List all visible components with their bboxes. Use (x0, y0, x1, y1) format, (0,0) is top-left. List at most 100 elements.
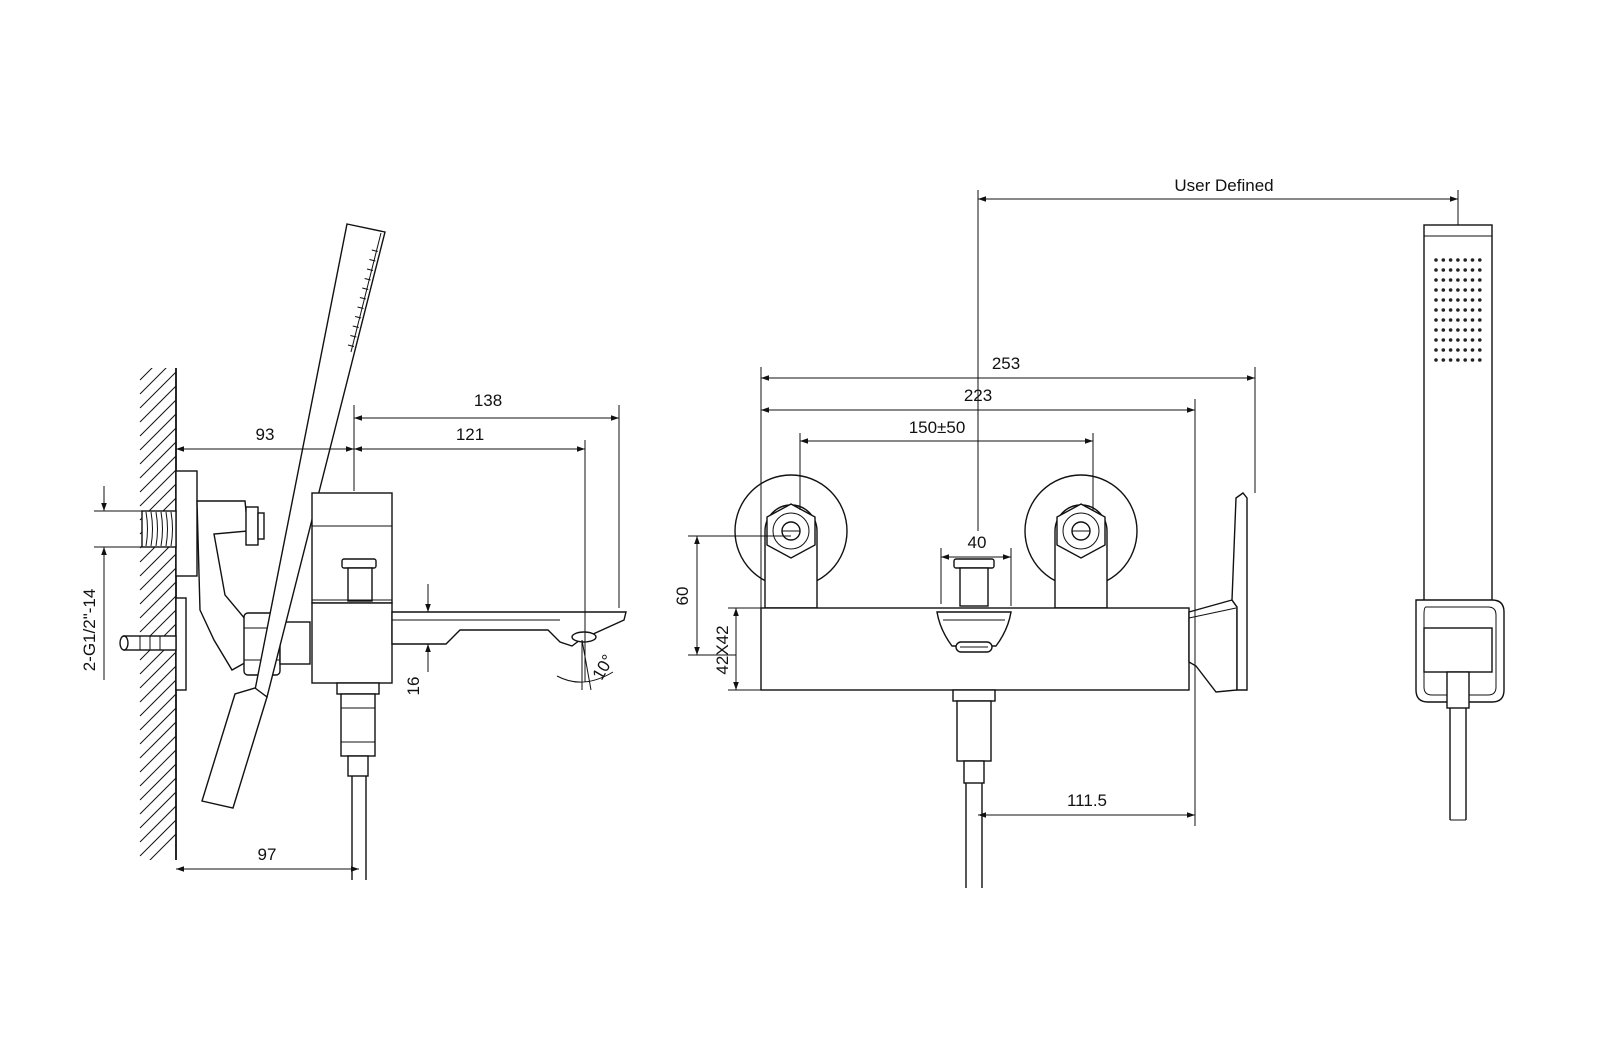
nozzle-dot (1448, 328, 1453, 332)
upper-flange (175, 470, 198, 577)
nozzle-dot (1463, 348, 1467, 352)
nozzle-dot (1448, 348, 1453, 352)
nozzle-dot (1456, 348, 1460, 352)
lower-flange (175, 597, 187, 691)
side-nozzle (347, 344, 355, 347)
nozzle-dot (1441, 348, 1446, 352)
nozzle-dot (1478, 348, 1482, 352)
nozzle-dot (1456, 328, 1460, 332)
shower-holder-bracket (1188, 492, 1248, 693)
nozzle-dot (1456, 298, 1460, 302)
nozzle-dot (1448, 318, 1453, 322)
thread-line (150, 511, 153, 547)
hatch-line (139, 595, 176, 633)
nozzle-dot (1434, 318, 1438, 322)
hatch-line (139, 368, 167, 395)
nozzle-dot (1441, 298, 1446, 302)
hatch-line (139, 721, 176, 759)
dim-150: 150±50 (799, 418, 1094, 510)
nozzle-dot (1463, 308, 1467, 312)
nozzle-dot (1456, 268, 1460, 272)
nozzle-dot (1470, 318, 1475, 322)
nozzle-dot (1470, 298, 1475, 302)
nozzle-dot (1478, 328, 1482, 332)
nozzle-dot (1463, 268, 1467, 272)
hatch-line (139, 707, 176, 745)
dim-121: 121 (354, 425, 586, 682)
hatch-line (139, 368, 153, 381)
angle-label: 10° (589, 651, 618, 683)
dim-thread-label: 2-G1/2"-14 (80, 589, 99, 672)
connector-nut (245, 506, 259, 546)
hatch-line (139, 427, 176, 465)
nozzle-dot (1434, 268, 1438, 272)
nozzle-dot (1463, 298, 1467, 302)
hatch-line (139, 581, 176, 619)
right-escutcheon (1024, 474, 1138, 609)
side-nozzle (362, 287, 369, 290)
nozzle-dot (1478, 258, 1482, 262)
dim-97-label: 97 (258, 845, 277, 864)
nozzle-dot (1448, 298, 1453, 302)
side-nozzle (364, 278, 371, 281)
nozzle-dot (1470, 288, 1475, 292)
dim-60-label: 60 (673, 587, 692, 606)
nozzle-dot (1434, 278, 1438, 282)
nozzle-dot (1456, 288, 1460, 292)
dim-40-label: 40 (968, 533, 987, 552)
nozzle-dot (1470, 348, 1475, 352)
nozzle-dot (1434, 298, 1438, 302)
nozzle-dot (1441, 358, 1446, 362)
nozzle-dot (1434, 348, 1438, 352)
nozzle-dot (1441, 268, 1446, 272)
nozzle-dot (1463, 278, 1467, 282)
nozzle-dot (1441, 328, 1446, 332)
thread-line (170, 511, 173, 547)
left-escutcheon (734, 474, 848, 609)
nozzle-dot (1463, 328, 1467, 332)
nozzle-dot (1448, 358, 1453, 362)
dim-223-label: 223 (964, 386, 992, 405)
dim-60: 60 (673, 535, 791, 656)
nozzle-dot (1478, 278, 1482, 282)
nozzle-dot (1448, 278, 1453, 282)
hatch-line (149, 833, 176, 860)
hatch-line (139, 455, 176, 493)
dim-223: 223 (761, 386, 1196, 826)
nozzle-dot (1463, 288, 1467, 292)
dim-253-label: 253 (992, 354, 1020, 373)
nozzle-dot (1448, 308, 1453, 312)
nozzle-dot (1448, 288, 1453, 292)
nozzle-dot (1434, 308, 1438, 312)
hatch-line (139, 665, 176, 703)
dim-253: 253 (760, 354, 1256, 608)
nozzle-dot (1448, 258, 1453, 262)
nozzle-dot (1470, 308, 1475, 312)
nozzle-dot (1470, 358, 1475, 362)
side-nozzle (357, 306, 364, 309)
thread-line (165, 511, 168, 547)
nozzle-dot (1434, 288, 1438, 292)
thread-line (160, 511, 163, 547)
nozzle-dot (1456, 308, 1460, 312)
hatch-line (139, 735, 176, 773)
dim-138-label: 138 (474, 391, 502, 410)
dim-thread: 2-G1/2"-14 (80, 486, 142, 680)
nozzle-dot (1478, 338, 1482, 342)
hatch-line (139, 567, 176, 605)
diverter-knob-front (936, 558, 1012, 653)
hatch-line (139, 399, 176, 437)
front-view: User Defined 253 223 150±50 40 (673, 176, 1505, 888)
nozzle-dot (1456, 358, 1460, 362)
nozzle-dot (1434, 358, 1438, 362)
eccentric-connector (196, 500, 251, 671)
side-nozzle (352, 325, 359, 328)
dim-16-label: 16 (404, 677, 423, 696)
nozzle-dot (1456, 258, 1460, 262)
hose-connector-front (952, 689, 996, 888)
hatch-line (139, 413, 176, 451)
dim-user-defined: User Defined (977, 176, 1459, 531)
thread-line (155, 511, 158, 547)
nozzle-dot (1470, 278, 1475, 282)
